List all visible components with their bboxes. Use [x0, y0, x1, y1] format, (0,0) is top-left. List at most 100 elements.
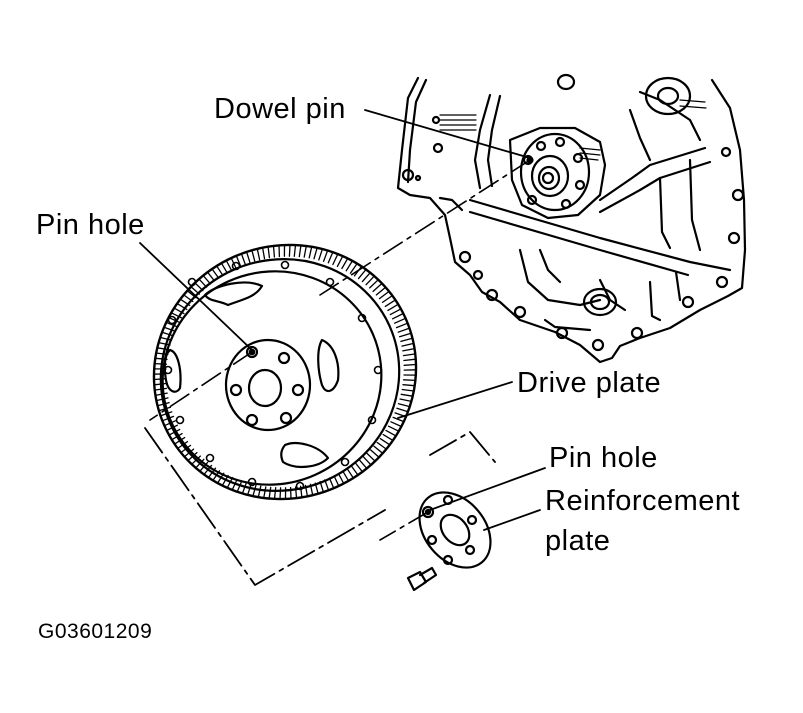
reinforcement-plate: [418, 491, 492, 569]
gear-tooth: [153, 378, 167, 381]
gear-tooth: [402, 353, 416, 357]
gear-tooth: [381, 294, 393, 304]
gear-tooth: [252, 484, 257, 497]
gear-tooth: [369, 279, 379, 289]
gear-tooth: [212, 470, 221, 482]
gear-tooth: [378, 290, 390, 300]
gear-tooth: [392, 416, 405, 423]
gear-tooth: [332, 253, 339, 266]
gear-tooth: [170, 312, 183, 319]
gear-tooth: [154, 392, 168, 397]
gear-tooth: [393, 317, 407, 324]
gear-tooth: [216, 265, 224, 276]
gear-tooth: [318, 248, 324, 261]
gear-tooth: [336, 255, 344, 268]
gear-tooth: [165, 321, 178, 328]
gear-tooth: [155, 397, 169, 402]
gear-tooth: [240, 253, 246, 265]
gear-tooth: [337, 473, 345, 485]
gear-tooth: [385, 429, 397, 437]
gear-tooth: [183, 294, 194, 303]
gear-tooth: [396, 407, 409, 413]
gear-tooth: [220, 262, 228, 274]
gear-tooth: [350, 465, 359, 476]
gear-tooth: [314, 482, 319, 495]
gear-tooth: [401, 342, 415, 347]
gear-tooth: [361, 272, 371, 283]
gear-tooth: [156, 401, 170, 407]
gear-tooth: [186, 290, 197, 299]
gear-tooth: [299, 485, 303, 498]
gear-tooth: [154, 387, 168, 391]
gear-tooth: [194, 282, 204, 292]
gear-tooth: [342, 470, 350, 482]
gear-tooth: [304, 484, 309, 497]
gear-tooth: [341, 257, 349, 270]
gear-tooth: [221, 474, 229, 487]
gear-tooth: [273, 487, 277, 500]
gear-tooth: [379, 437, 391, 446]
alignment-bracket: [144, 427, 496, 586]
gear-tooth: [191, 455, 201, 465]
gear-tooth: [203, 464, 213, 476]
gear-tooth: [261, 247, 266, 260]
gear-tooth: [202, 274, 212, 285]
gear-tooth: [159, 411, 173, 417]
gear-tooth: [319, 480, 325, 493]
gear-tooth: [231, 478, 238, 491]
gear-tooth: [207, 467, 217, 479]
gear-tooth: [168, 428, 181, 436]
gear-tooth: [345, 260, 354, 272]
gear-tooth: [226, 476, 234, 489]
gear-tooth: [173, 307, 185, 315]
gear-tooth: [372, 282, 383, 293]
gear-tooth: [272, 245, 276, 258]
gear-tooth: [267, 246, 271, 259]
gear-tooth: [225, 259, 233, 271]
gear-tooth: [268, 486, 272, 500]
gear-tooth: [384, 299, 397, 308]
gear-tooth: [391, 312, 404, 320]
gear-tooth: [171, 432, 183, 441]
gear-tooth: [373, 445, 384, 454]
gear-tooth: [163, 326, 176, 332]
gear-tooth: [369, 449, 380, 458]
gear-tooth: [403, 363, 417, 366]
gear-tooth: [236, 480, 243, 493]
gear-tooth: [158, 341, 171, 346]
gear-tooth: [382, 433, 394, 442]
gear-tooth: [199, 461, 209, 472]
gear-tooth: [390, 421, 403, 428]
gear-tooth: [403, 358, 417, 362]
engine-block: [396, 73, 747, 364]
gear-tooth: [375, 286, 387, 296]
figure-code: G03601209: [38, 620, 153, 643]
gear-tooth: [402, 379, 417, 382]
gear-tooth: [158, 406, 172, 412]
gear-tooth: [256, 248, 261, 261]
gear-tooth: [279, 487, 282, 500]
gear-tooth: [251, 249, 256, 262]
gear-tooth: [163, 420, 177, 427]
gear-tooth: [357, 268, 367, 280]
gear-tooth: [389, 308, 402, 316]
label-dowel-pin: Dowel pin: [214, 93, 346, 125]
gear-tooth: [366, 452, 376, 462]
gear-tooth: [346, 468, 354, 479]
gear-tooth: [183, 448, 195, 458]
gear-tooth: [206, 271, 216, 282]
gear-tooth: [399, 398, 412, 403]
gear-tooth: [298, 244, 302, 258]
gear-tooth: [293, 244, 297, 257]
gear-tooth: [303, 245, 307, 258]
gear-tooth: [397, 403, 411, 408]
gear-tooth: [176, 302, 188, 311]
gear-tooth: [180, 444, 192, 454]
gear-tooth: [161, 331, 174, 337]
label-reinforcement-line2: plate: [545, 525, 611, 557]
gear-tooth: [241, 482, 248, 495]
gear-tooth: [395, 322, 409, 329]
gear-tooth: [387, 303, 399, 312]
label-pin-hole-drive-plate: Pin hole: [36, 209, 145, 241]
gear-tooth: [400, 337, 414, 343]
